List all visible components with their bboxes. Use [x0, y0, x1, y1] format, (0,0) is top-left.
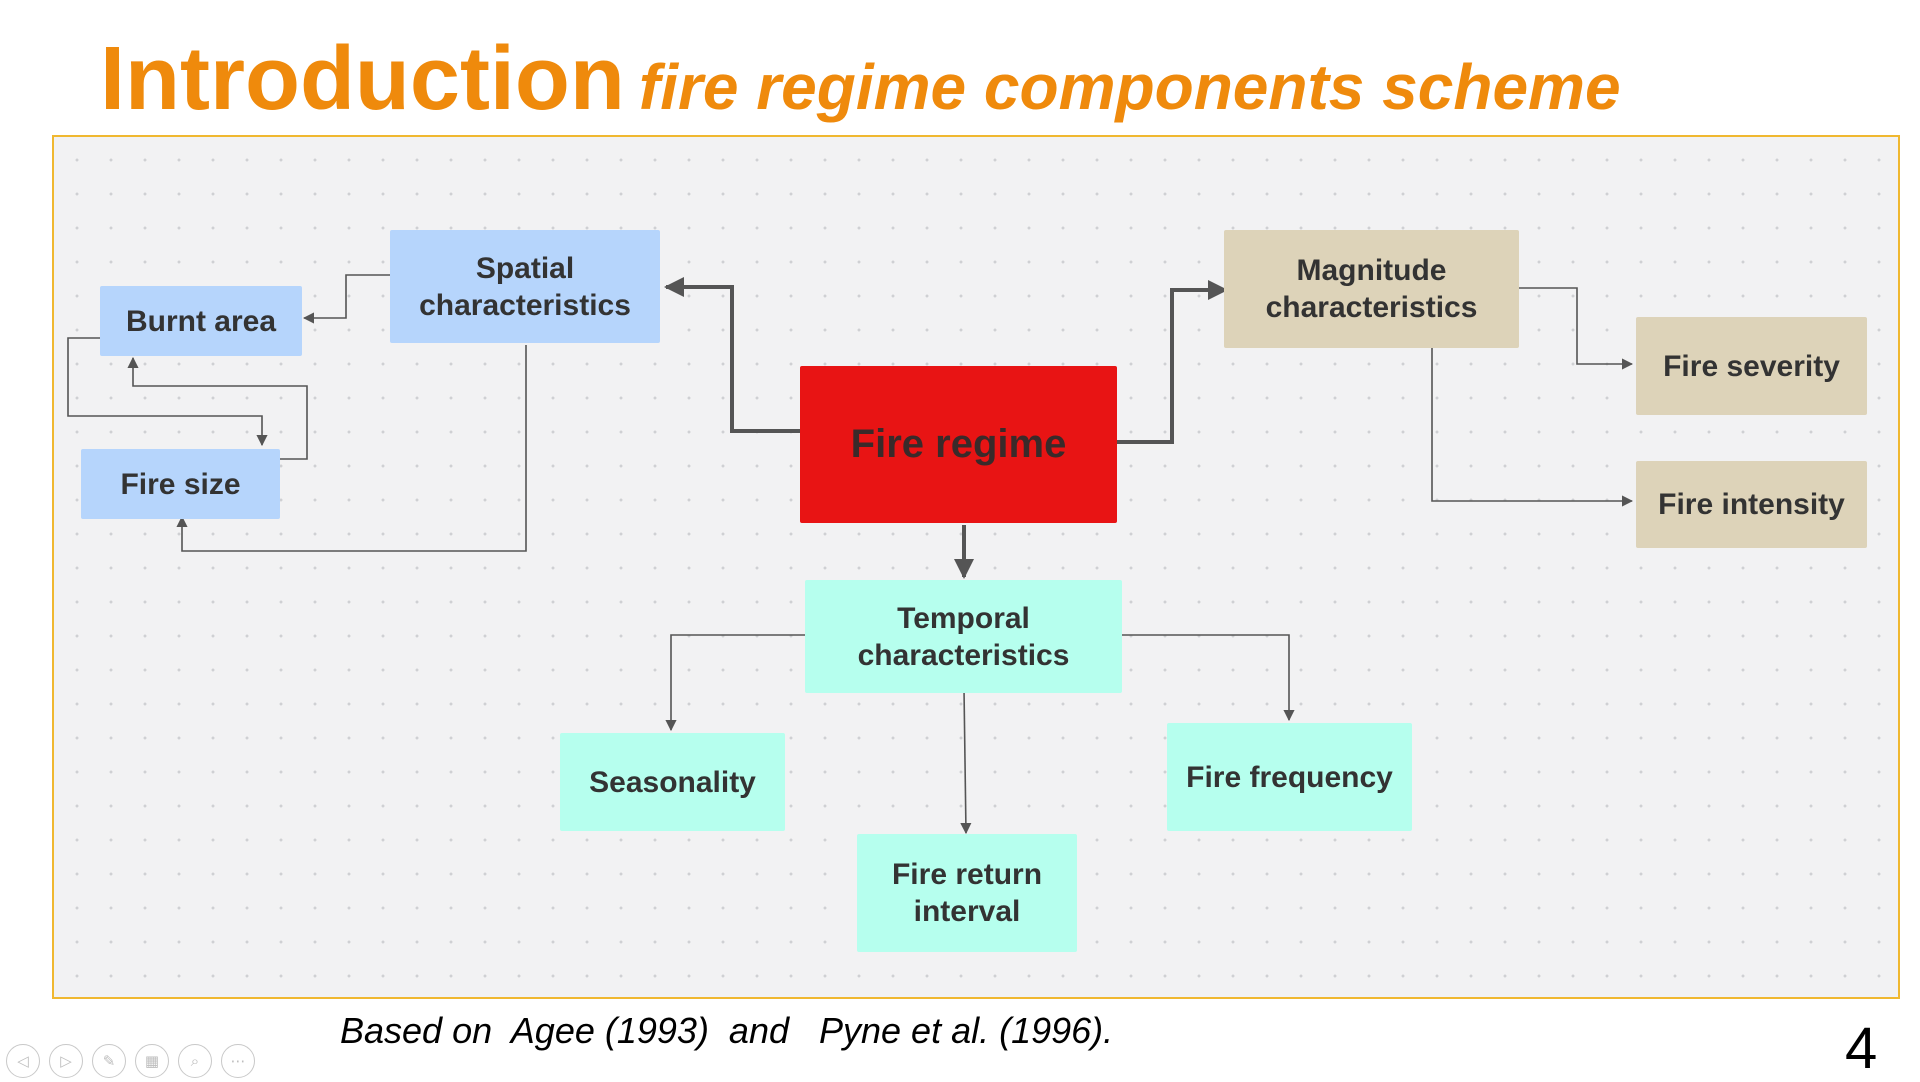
node-fire-intensity: Fire intensity	[1636, 461, 1867, 548]
edge-temporal-to-fire-frequency	[1121, 634, 1295, 722]
node-temporal-characteristics: Temporal characteristics	[805, 580, 1122, 693]
node-seasonality: Seasonality	[560, 733, 785, 831]
slides-grid-icon[interactable]: ▦	[135, 1044, 169, 1078]
edge-fire-size-to-burnt-area	[127, 356, 308, 460]
edge-fire-regime-to-spatial	[664, 277, 800, 433]
edge-burnt-area-to-fire-size	[67, 337, 268, 447]
edge-temporal-to-fire-return-interval	[960, 688, 972, 835]
node-magnitude-characteristics: Magnitude characteristics	[1224, 230, 1519, 348]
node-burnt-area: Burnt area	[100, 286, 302, 356]
node-fire-severity: Fire severity	[1636, 317, 1867, 415]
title-main: Introduction	[100, 29, 625, 129]
title-subtitle: fire regime components scheme	[638, 51, 1621, 123]
edge-magnitude-to-fire-severity	[1519, 287, 1634, 370]
node-fire-size: Fire size	[81, 449, 280, 519]
citation-text: Based on Agee (1993) and Pyne et al. (19…	[340, 1010, 1114, 1051]
more-options-icon[interactable]: ⋯	[221, 1044, 255, 1078]
slide-number: 4	[1845, 1016, 1878, 1081]
diagram-frame: Fire regime Spatial characteristics Burn…	[52, 135, 1900, 999]
zoom-icon[interactable]: ⌕	[178, 1044, 212, 1078]
diagram-connectors	[67, 274, 1634, 835]
node-fire-regime: Fire regime	[800, 366, 1117, 523]
edge-magnitude-to-fire-intensity	[1431, 345, 1634, 507]
slideshow-toolbar: ◁ ▷ ✎ ▦ ⌕ ⋯	[6, 1044, 255, 1078]
edge-temporal-to-seasonality	[665, 634, 808, 732]
previous-slide-icon[interactable]: ◁	[6, 1044, 40, 1078]
edge-spatial-to-fire-size	[176, 345, 527, 552]
next-slide-icon[interactable]: ▷	[49, 1044, 83, 1078]
pen-icon[interactable]: ✎	[92, 1044, 126, 1078]
node-spatial-characteristics: Spatial characteristics	[390, 230, 660, 343]
edge-fire-regime-to-magnitude	[1117, 280, 1228, 444]
node-fire-frequency: Fire frequency	[1167, 723, 1412, 831]
edge-spatial-to-burnt-area	[302, 274, 390, 324]
node-fire-return-interval: Fire return interval	[857, 834, 1077, 952]
